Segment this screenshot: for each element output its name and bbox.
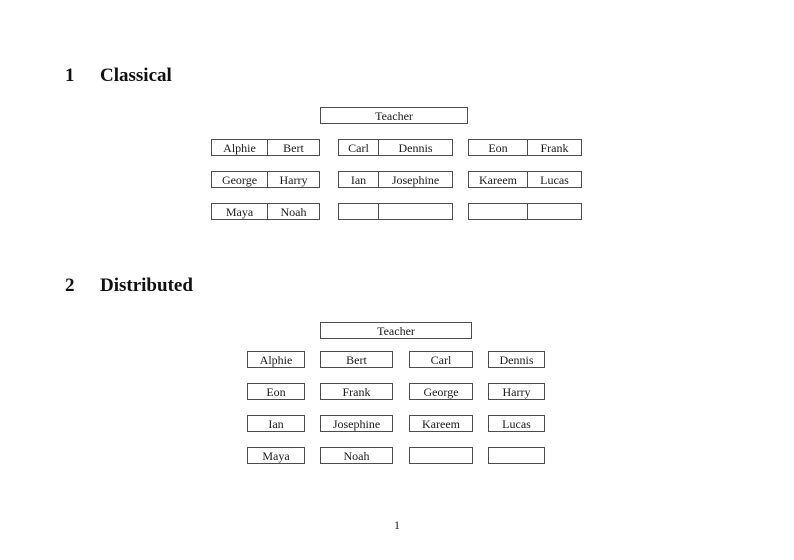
section-heading-classical: 1 Classical bbox=[65, 66, 172, 85]
seat-label bbox=[528, 204, 581, 219]
seat-label: Carl bbox=[339, 140, 379, 155]
desk: Bert bbox=[320, 351, 393, 368]
desk: George Harry bbox=[211, 171, 320, 188]
desk: Kareem Lucas bbox=[468, 171, 582, 188]
section-number: 1 bbox=[65, 65, 75, 86]
desk: Maya Noah bbox=[211, 203, 320, 220]
section-heading-distributed: 2 Distributed bbox=[65, 276, 193, 295]
seat-label: Maya bbox=[212, 204, 268, 219]
desk: Eon Frank bbox=[468, 139, 582, 156]
seat-label: Bert bbox=[283, 140, 304, 155]
desk bbox=[468, 203, 582, 220]
seat-label bbox=[339, 204, 379, 219]
seat-label bbox=[379, 204, 452, 219]
desk bbox=[488, 447, 545, 464]
seat-label: Ian bbox=[339, 172, 379, 187]
page-number: 1 bbox=[394, 518, 400, 532]
desk: Alphie bbox=[247, 351, 305, 368]
desk: Ian bbox=[247, 415, 305, 432]
seat-label: Eon bbox=[469, 140, 528, 155]
seat-label: Josephine bbox=[391, 172, 440, 187]
teacher-box-distributed: Teacher bbox=[320, 322, 472, 339]
seat-label: Frank bbox=[540, 140, 569, 155]
seat-label: Lucas bbox=[540, 172, 569, 187]
seat-label bbox=[469, 204, 528, 219]
desk: Carl Dennis bbox=[338, 139, 453, 156]
section-number: 2 bbox=[65, 275, 75, 296]
desk bbox=[338, 203, 453, 220]
desk: Lucas bbox=[488, 415, 545, 432]
desk: Eon bbox=[247, 383, 305, 400]
desk: Harry bbox=[488, 383, 545, 400]
desk: Maya bbox=[247, 447, 305, 464]
desk: Josephine bbox=[320, 415, 393, 432]
section-title: Classical bbox=[100, 65, 172, 86]
desk: George bbox=[409, 383, 473, 400]
desk bbox=[409, 447, 473, 464]
desk: Dennis bbox=[488, 351, 545, 368]
seat-label: Dennis bbox=[398, 140, 433, 155]
section-title: Distributed bbox=[100, 275, 193, 296]
seat-label: Kareem bbox=[469, 172, 528, 187]
seat-label: Noah bbox=[280, 204, 307, 219]
desk: Kareem bbox=[409, 415, 473, 432]
seat-label: George bbox=[212, 172, 268, 187]
desk: Ian Josephine bbox=[338, 171, 453, 188]
desk: Carl bbox=[409, 351, 473, 368]
desk: Noah bbox=[320, 447, 393, 464]
seat-label: Alphie bbox=[212, 140, 268, 155]
teacher-box-classical: Teacher bbox=[320, 107, 468, 124]
desk: Frank bbox=[320, 383, 393, 400]
desk: Alphie Bert bbox=[211, 139, 320, 156]
seat-label: Harry bbox=[279, 172, 308, 187]
